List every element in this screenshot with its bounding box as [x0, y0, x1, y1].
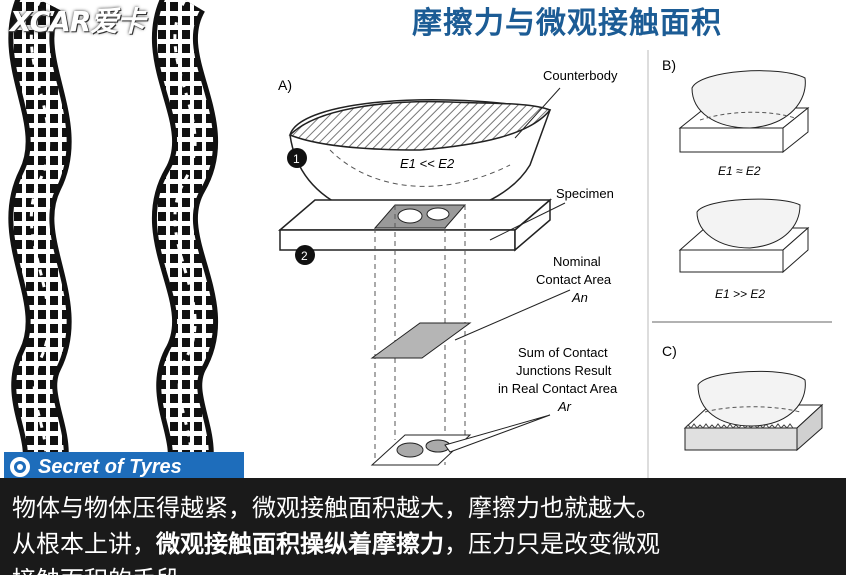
junction-2: [426, 207, 450, 221]
caption-line-3: 接触面积的手段。: [12, 562, 842, 575]
panel-c-label: C): [662, 343, 677, 359]
panel-c-block-front: [684, 427, 798, 451]
sum-symbol: Ar: [557, 399, 572, 414]
caption-line-2-prefix: 从根本上讲，: [12, 530, 156, 558]
panel-c-bowl: [697, 370, 806, 427]
panel-c-rough-surface: [684, 423, 794, 429]
junction-1: [397, 208, 423, 224]
relation-a: E1 << E2: [400, 156, 455, 171]
friction-diagram: A) 1 2 E1 << E2 Counterbody Spe: [260, 40, 846, 478]
panel-b-top-hidden: [699, 111, 796, 121]
panel-b-bottom-block-side: [782, 226, 809, 274]
caption-text: 物体与物体压得越紧，微观接触面积越大，摩擦力也就越大。 从根本上讲，微观接触面积…: [12, 490, 842, 575]
panel-c-hidden: [704, 406, 801, 413]
relation-b-bottom: E1 >> E2: [715, 287, 765, 301]
panel-a-label: A): [278, 77, 292, 93]
xcar-logo: XCAR爱卡: [10, 5, 145, 38]
marker-2-circle: [295, 245, 315, 265]
sum-leader: [444, 414, 551, 453]
page-title: 摩擦力与微观接触面积: [412, 6, 722, 41]
specimen-label: Specimen: [556, 186, 614, 201]
relation-b-top: E1 ≈ E2: [718, 164, 761, 178]
tire-tread-image: [0, 0, 260, 489]
specimen-leader: [489, 202, 566, 241]
caption-line-2: 从根本上讲，微观接触面积操纵着摩擦力，压力只是改变微观: [12, 526, 842, 562]
panel-b-label: B): [662, 57, 676, 73]
panel-b-bottom-block-front: [679, 249, 784, 273]
panel-b-bottom-bowl: [696, 198, 801, 249]
sum-label-1: Sum of Contact: [518, 345, 608, 360]
counterbody-leader: [514, 87, 561, 139]
nominal-label-2: Contact Area: [536, 272, 612, 287]
marker-2: 2: [301, 249, 308, 263]
marker-1: 1: [293, 152, 300, 166]
real-junction-1: [396, 442, 424, 458]
counterbody-label: Counterbody: [543, 68, 618, 83]
caption-line-2-suffix: ，压力只是改变微观: [444, 530, 660, 558]
sum-label-3: in Real Contact Area: [498, 381, 618, 396]
caption-line-2-bold: 微观接触面积操纵着摩擦力: [156, 530, 444, 558]
counterbody-hidden-line: [329, 149, 511, 187]
panel-c-block-side: [796, 403, 823, 452]
caption-line-1: 物体与物体压得越紧，微观接触面积越大，摩擦力也就越大。: [12, 494, 660, 522]
nominal-leader: [454, 289, 571, 341]
brand-badge: Secret of Tyres: [4, 452, 244, 482]
panel-b-top-block-front: [679, 127, 784, 153]
tyre-icon: [10, 457, 30, 477]
counterbody-top-surface: [288, 100, 552, 151]
brand-label: Secret of Tyres: [38, 455, 182, 478]
specimen-front: [279, 229, 516, 251]
nominal-area-patch: [370, 322, 472, 359]
nominal-symbol: An: [571, 290, 588, 305]
panel-b-top-block-side: [782, 106, 809, 154]
caption-bar: [0, 478, 846, 575]
specimen-side: [514, 198, 551, 252]
sum-label-2: Junctions Result: [516, 363, 612, 378]
marker-1-circle: [287, 148, 307, 168]
tire-tread-graphic: [8, 0, 218, 489]
diagram-svg: A) 1 2 E1 << E2 Counterbody Spe: [277, 50, 832, 478]
nominal-label-1: Nominal: [553, 254, 601, 269]
